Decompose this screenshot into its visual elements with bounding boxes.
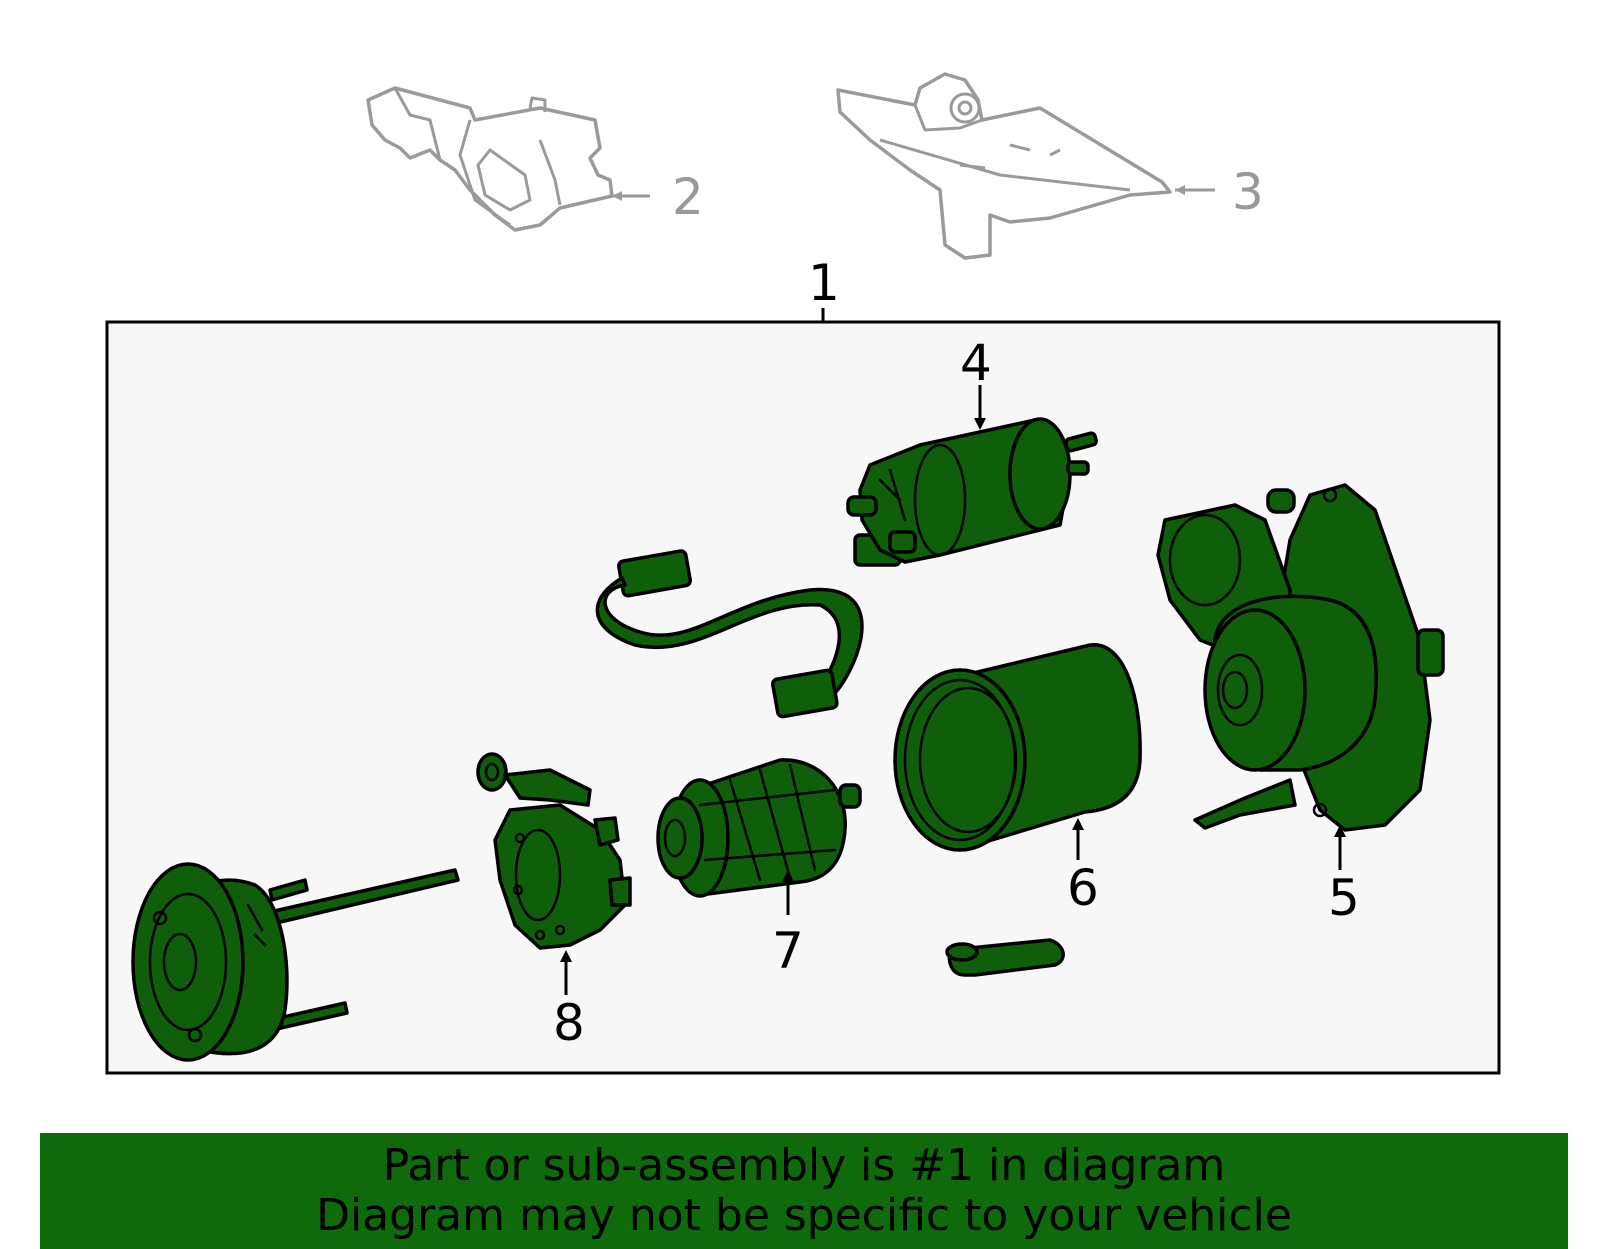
part-6-yoke-drawing — [893, 643, 1142, 852]
banner-line-1: Part or sub-assembly is #1 in diagram — [382, 1140, 1226, 1191]
callout-2: 2 — [672, 168, 704, 226]
end-frame-drawing — [131, 862, 460, 1062]
part-2-bracket-drawing — [366, 86, 614, 232]
part-8-brush-holder-drawing — [476, 752, 632, 950]
part-7-armature-drawing — [656, 758, 862, 898]
callout-7: 7 — [772, 922, 804, 980]
callout-1: 1 — [808, 254, 840, 312]
disclaimer-banner: Part or sub-assembly is #1 in diagram Di… — [40, 1133, 1568, 1249]
callout-6: 6 — [1067, 859, 1099, 917]
part-4-solenoid-drawing — [846, 417, 1098, 567]
callout-3: 3 — [1232, 163, 1264, 221]
banner-line-2: Diagram may not be specific to your vehi… — [316, 1190, 1292, 1241]
callout-4: 4 — [960, 334, 992, 392]
callout-5: 5 — [1328, 869, 1360, 927]
part-3-bracket-drawing — [836, 72, 1172, 260]
part-5-drive-housing-drawing — [1156, 483, 1445, 832]
callout-8: 8 — [553, 994, 585, 1052]
wire-lead-drawing — [595, 549, 864, 719]
bushing-drawing — [945, 938, 1065, 977]
